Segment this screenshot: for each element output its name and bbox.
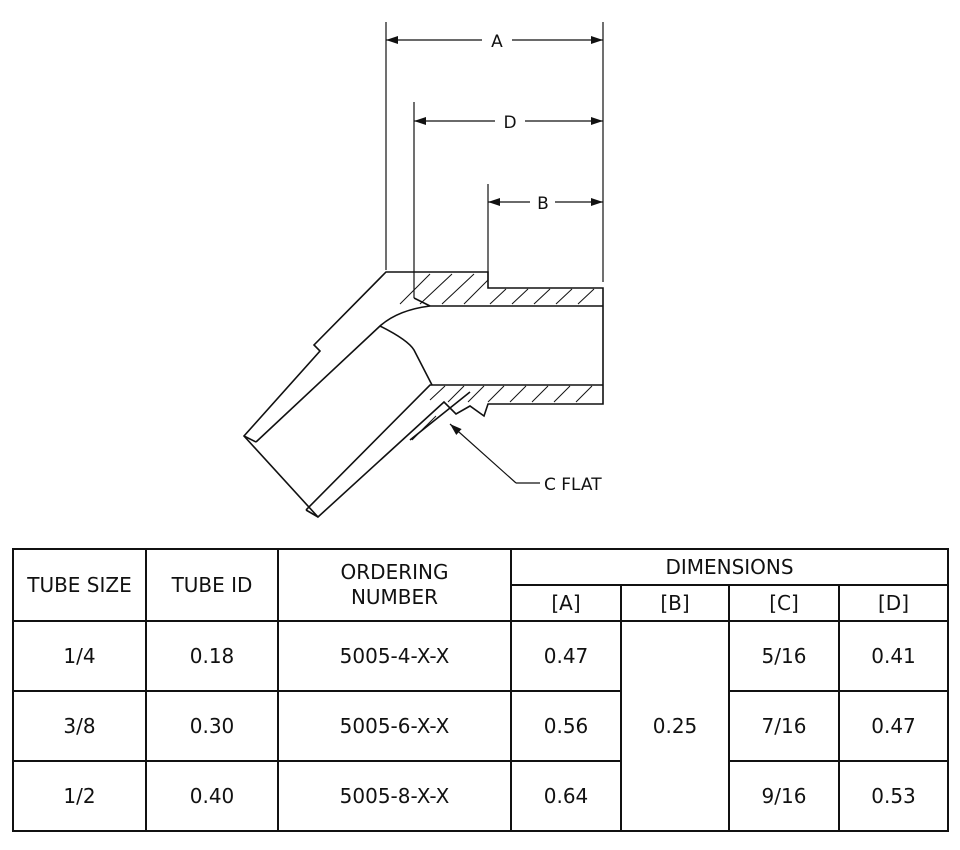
cell-tube-size: 1/4 (12, 620, 147, 692)
cell-tube-id: 0.18 (145, 620, 279, 692)
cell-dim-b: 0.25 (620, 620, 730, 832)
table-row: 1/2 0.40 5005-8-X-X 0.64 9/16 0.53 (12, 760, 950, 832)
header-ordering-line2: NUMBER (350, 585, 439, 609)
table-row: 3/8 0.30 5005-6-X-X 0.56 7/16 0.47 (12, 690, 950, 762)
header-tube-size: TUBE SIZE (12, 548, 147, 622)
cell-dim-d: 0.53 (837, 760, 950, 832)
header-dim-b: [B] (620, 584, 730, 622)
dimension-b: B (488, 194, 603, 214)
cell-dim-a: 0.47 (510, 620, 622, 692)
dimension-a: A (386, 32, 603, 52)
header-dimensions: DIMENSIONS (509, 548, 950, 586)
c-flat-callout: C FLAT (449, 423, 602, 495)
header-ordering-number: ORDERING NUMBER (277, 548, 512, 622)
table-row: 1/4 0.18 5005-4-X-X 0.47 0.25 5/16 0.41 (12, 620, 950, 832)
dimensions-table: TUBE SIZE TUBE ID ORDERING NUMBER DIMENS… (12, 548, 950, 832)
cell-ordering-number: 5005-4-X-X (277, 620, 512, 692)
cell-tube-id: 0.30 (145, 690, 279, 762)
fitting-body (242, 271, 604, 519)
dimension-a-label: A (491, 32, 503, 52)
c-flat-label: C FLAT (544, 475, 602, 495)
cell-tube-id: 0.40 (145, 760, 279, 832)
dimension-d: D (414, 113, 603, 133)
dimension-d-label: D (503, 113, 516, 133)
cell-dim-d: 0.41 (837, 620, 950, 692)
cell-dim-c: 5/16 (728, 620, 840, 692)
cell-dim-c: 7/16 (728, 690, 840, 762)
cell-ordering-number: 5005-8-X-X (277, 760, 512, 832)
header-ordering-line1: ORDERING (340, 560, 449, 584)
extension-lines (385, 22, 604, 298)
cell-dim-a: 0.56 (510, 690, 622, 762)
cell-tube-size: 1/2 (12, 760, 147, 832)
cell-dim-a: 0.64 (510, 760, 622, 832)
cell-dim-c: 9/16 (728, 760, 840, 832)
cell-ordering-number: 5005-6-X-X (277, 690, 512, 762)
header-tube-id: TUBE ID (145, 548, 279, 622)
fitting-drawing: A D B (242, 22, 604, 519)
header-dim-c: [C] (728, 584, 840, 622)
header-dim-a: [A] (510, 584, 622, 622)
header-dim-d: [D] (837, 584, 950, 622)
dimension-b-label: B (537, 194, 549, 214)
cell-tube-size: 3/8 (12, 690, 147, 762)
cell-dim-d: 0.47 (837, 690, 950, 762)
